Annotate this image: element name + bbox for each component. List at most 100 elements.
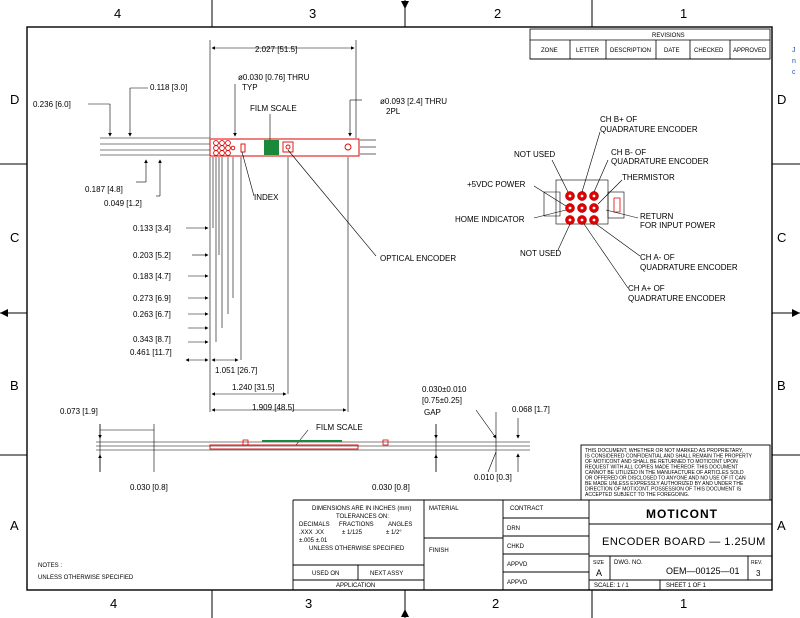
board-top-view [100,40,376,412]
dim-0030-right: 0.030 [0.8] [372,483,410,492]
drawing-label: USED ON [312,571,339,577]
dim-0187: 0.187 [4.8] [85,185,123,194]
drawing-label: SIZE [593,560,605,566]
drawing-label: NOTES : [38,563,62,569]
zone-col-label: 4 [110,596,117,611]
dim-0461: 0.461 [11.7] [130,348,172,357]
revisions-header: DESCRIPTION [610,48,651,54]
drawing-title: ENCODER BOARD — 1.25UM [602,536,766,548]
margin-note: J n c [792,47,796,76]
dim-hole-large: ø0.093 [2.4] THRU [380,97,447,106]
side-board [209,444,359,450]
leader-lines [241,114,377,446]
zone-row-label: B [10,378,19,393]
pin-label: NOT USED [520,249,561,258]
zone-col-label: 1 [680,596,687,611]
proprietary-line: ACCEPTED SUBJECT TO THE FOREGOING. [585,492,689,498]
zone-row-label: A [10,518,19,533]
drawing-label: CHKD [507,544,525,550]
drawing-label: FINISH [429,548,449,554]
zone-col-label: 3 [309,6,316,21]
pin-label: CH B- OF [611,148,646,157]
proprietary-line: THIS DOCUMENT, WHETHER OR NOT MARKED AS … [585,448,743,454]
proprietary-line: BE MADE UNLESS EXPRESSLY AUTHORIZED BY A… [585,481,744,487]
drawing-label: .XXX .XX [299,530,324,536]
dim-0073: 0.073 [1.9] [60,407,98,416]
dim-gap-label: GAP [424,408,441,417]
callout-film-scale: FILM SCALE [250,104,297,113]
drawing-label: ± 1/2° [386,530,402,536]
drawing-label: DECIMALS [299,522,330,528]
drawing-label: UNLESS OTHERWISE SPECIFIED [309,546,405,552]
title-block-grid [292,499,772,590]
pin-label: HOME INDICATOR [455,215,525,224]
callout-optical-encoder: OPTICAL ENCODER [380,254,456,263]
drawing-label: MATERIAL [429,506,459,512]
dim-hole-small: ø0.030 [0.76] THRU [238,73,310,82]
drawing-label: APPLICATION [336,583,375,589]
dim-0203: 0.203 [5.2] [133,251,171,260]
pin-label: FOR INPUT POWER [640,221,716,230]
connector-pads [213,140,352,156]
pin-label: QUADRATURE ENCODER [600,125,698,134]
zone-labels: 4 3 2 1 4 3 2 1 D C B A D C B A [10,6,786,611]
drawing-label: REV. [751,560,762,566]
drawing-label: SCALE: 1 / 1 [594,583,629,589]
pin-label: CH A- OF [640,253,675,262]
revisions-header: ZONE [541,48,558,54]
zone-col-label: 3 [305,596,312,611]
dim-0183: 0.183 [4.7] [133,272,171,281]
dim-gap-2: [0.75±0.25] [422,396,462,405]
board-outline [209,138,360,157]
pin-label: RETURN [640,212,674,221]
zone-row-label: C [10,230,19,245]
notes-block: NOTES : UNLESS OTHERWISE SPECIFIED [38,563,134,581]
dim-0343: 0.343 [8.7] [133,335,171,344]
dwg-number: OEM—00125—01 [666,566,740,576]
dim-0273: 0.273 [6.9] [133,294,171,303]
application-block: USED ON NEXT ASSY APPLICATION [312,571,403,589]
revisions-block: REVISIONS ZONE LETTER DESCRIPTION DATE C… [529,28,771,60]
drawing-label: DWG. NO. [614,560,643,566]
board-side-view: 0.073 [1.9] 0.030 [0.8] 0.030±0.010 [0.7… [60,385,550,492]
drawing-label: FRACTIONS [339,522,374,528]
pin-label: THERMISTOR [622,173,675,182]
proprietary-line: CANNOT BE UTILIZED IN THE MANUFACTURE OF… [585,470,744,476]
zone-col-label: 1 [680,6,687,21]
callout-index: INDEX [254,193,279,202]
zone-col-label: 4 [114,6,121,21]
revisions-header: DATE [664,48,680,54]
material-block: MATERIAL FINISH [429,506,459,554]
drawing-label: DIMENSIONS ARE IN INCHES (mm) [312,506,411,512]
company-logo: MOTICONT [646,507,718,521]
zone-row-label: D [777,92,786,107]
pin-label: CH A+ OF [628,284,665,293]
drawing-label: ± 1/125 [342,530,363,536]
dim-0049: 0.049 [1.2] [104,199,142,208]
proprietary-line: REQUEST WITH ALL COPIES MADE THEREOF. TH… [585,465,738,471]
drawing-label: UNLESS OTHERWISE SPECIFIED [38,575,134,581]
top-view-dimension-labels: 2.027 [51.5] ø0.030 [0.76] THRU TYP 0.11… [33,45,456,412]
zone-row-label: C [777,230,786,245]
dimension-lines [88,46,362,412]
proprietary-line: OR OFFERED OR DISCLOSED TO ANYONE AND NO… [585,476,746,482]
dim-hole-small-note: TYP [242,83,258,92]
drawing-label: APPVD [507,562,528,568]
drawing-label: TOLERANCES ON: [336,514,389,520]
revisions-header: LETTER [576,48,600,54]
dim-0118: 0.118 [3.0] [150,83,187,92]
dim-top-width: 2.027 [51.5] [255,45,297,54]
title-block: MOTICONT ENCODER BOARD — 1.25UM SIZE A D… [593,507,766,589]
proprietary-line: OF MOTICONT AND SHALL BE RETURNED TO MOT… [585,459,738,465]
drawing-label: CONTRACT [510,506,544,512]
zone-col-label: 2 [494,6,501,21]
zone-col-label: 2 [492,596,499,611]
dim-0236: 0.236 [6.0] [33,100,71,109]
revisions-header: CHECKED [694,48,724,54]
pin-label: QUADRATURE ENCODER [611,157,709,166]
dim-1051: 1.051 [26.7] [215,366,257,375]
drawing-label: J [792,47,796,54]
callout-film-scale-side: FILM SCALE [316,423,363,432]
